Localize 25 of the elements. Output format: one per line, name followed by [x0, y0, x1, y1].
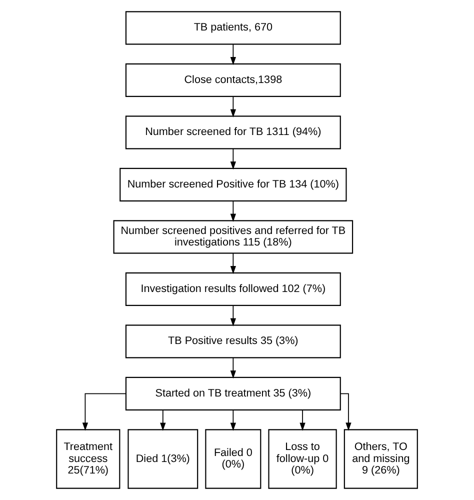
- arrow: [230, 252, 236, 274]
- node-box: Treatment success 25(71%): [56, 429, 120, 489]
- node-box: Failed 0 (0%): [205, 429, 262, 489]
- node-box: Died 1(3%): [128, 429, 198, 489]
- arrow: [230, 148, 236, 170]
- node-box: Number screened positives and referred for TB investigations 115 (18%): [113, 220, 354, 254]
- arrow: [230, 410, 236, 431]
- arrow: [300, 410, 306, 431]
- arrow: [340, 393, 352, 431]
- node-box: Others, TO and missing 9 (26%): [344, 429, 418, 489]
- node-box: Loss to follow-up 0 (0%): [268, 429, 337, 489]
- arrow: [230, 357, 236, 379]
- node-box: TB patients, 670: [125, 11, 341, 45]
- node-box: Number screened Positive for TB 134 (10%): [120, 168, 347, 202]
- node-box: Investigation results followed 102 (7%): [125, 272, 341, 306]
- node-box: Started on TB treatment 35 (3%): [125, 376, 341, 410]
- arrow: [230, 44, 236, 66]
- arrow: [160, 410, 166, 431]
- arrow: [82, 393, 126, 431]
- node-box: Close contacts,1398: [125, 63, 341, 97]
- arrow: [230, 96, 236, 118]
- node-box: TB Positive results 35 (3%): [125, 324, 341, 358]
- node-box: Number screened for TB 1311 (94%): [125, 116, 341, 150]
- arrow: [230, 304, 236, 326]
- arrow: [230, 200, 236, 222]
